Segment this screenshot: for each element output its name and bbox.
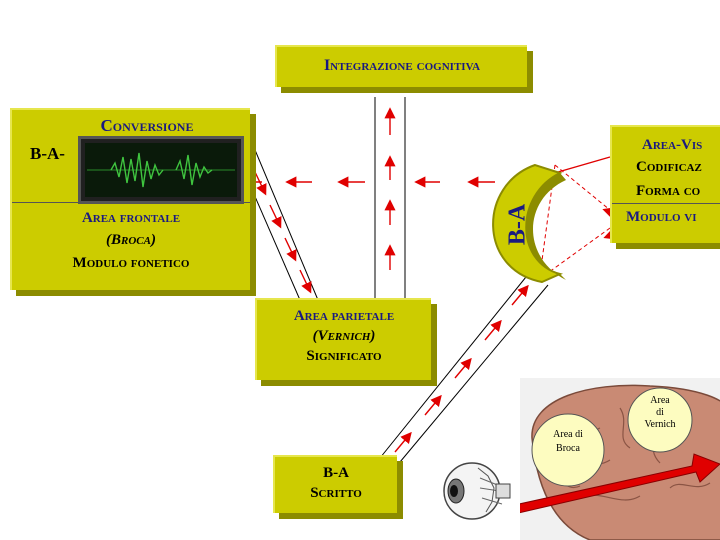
parietale-meaning: Significato [306, 348, 382, 364]
visiva-box: Area-Vis Codificaz Forma co Modulo vi [610, 125, 720, 243]
visiva-line2: Forma co [636, 183, 701, 199]
visiva-divider [612, 203, 720, 204]
frontale-module: Modulo fonetico [72, 255, 190, 271]
crescent-label: B-A [504, 203, 531, 246]
eye-icon [443, 462, 511, 520]
frontale-sub: (Broca) [106, 232, 156, 248]
frontale-box: Conversione B-A- Area frontale (Broca) M… [10, 108, 250, 290]
parietale-box: Area parietale (Vernich) Significato [255, 298, 431, 380]
brain-illustration [520, 384, 720, 540]
vernich-line2: di [656, 407, 664, 418]
visiva-module: Modulo vi [626, 209, 697, 225]
frontale-divider [12, 202, 250, 203]
arrow-group-visiva [517, 156, 621, 240]
visiva-line1: Codificaz [636, 159, 702, 175]
scritto-ba: B-A [323, 465, 349, 481]
brain-vernich-label: Area di Vernich [638, 395, 682, 431]
visiva-area: Area-Vis [642, 137, 703, 153]
diag-channel-a [249, 137, 319, 301]
parietale-area: Area parietale [293, 308, 395, 324]
brain-broca-label: Area di Broca [553, 429, 583, 454]
vernich-line3: Vernich [644, 419, 676, 430]
integrazione-title: Integrazione cognitiva [323, 57, 481, 74]
crescent-shadow [526, 173, 566, 280]
frontale-area: Area frontale [81, 210, 181, 226]
parietale-sub: (Vernich) [312, 328, 376, 344]
frontale-prefix: B-A- [30, 144, 65, 163]
dashed-group [539, 164, 611, 276]
integrazione-box: Integrazione cognitiva [275, 45, 527, 87]
arrow-group-diag-down [254, 171, 312, 294]
waveform-icon [85, 143, 237, 197]
brain-panel: Area di Broca Area di Vernich [520, 378, 720, 540]
diag-channel-b [249, 184, 301, 301]
scritto-box: B-A Scritto [273, 455, 397, 513]
waveform-display [78, 136, 244, 204]
vernich-line1: Area [650, 395, 670, 406]
conversione-title: Conversione [100, 116, 194, 135]
scritto-label: Scritto [310, 485, 362, 501]
